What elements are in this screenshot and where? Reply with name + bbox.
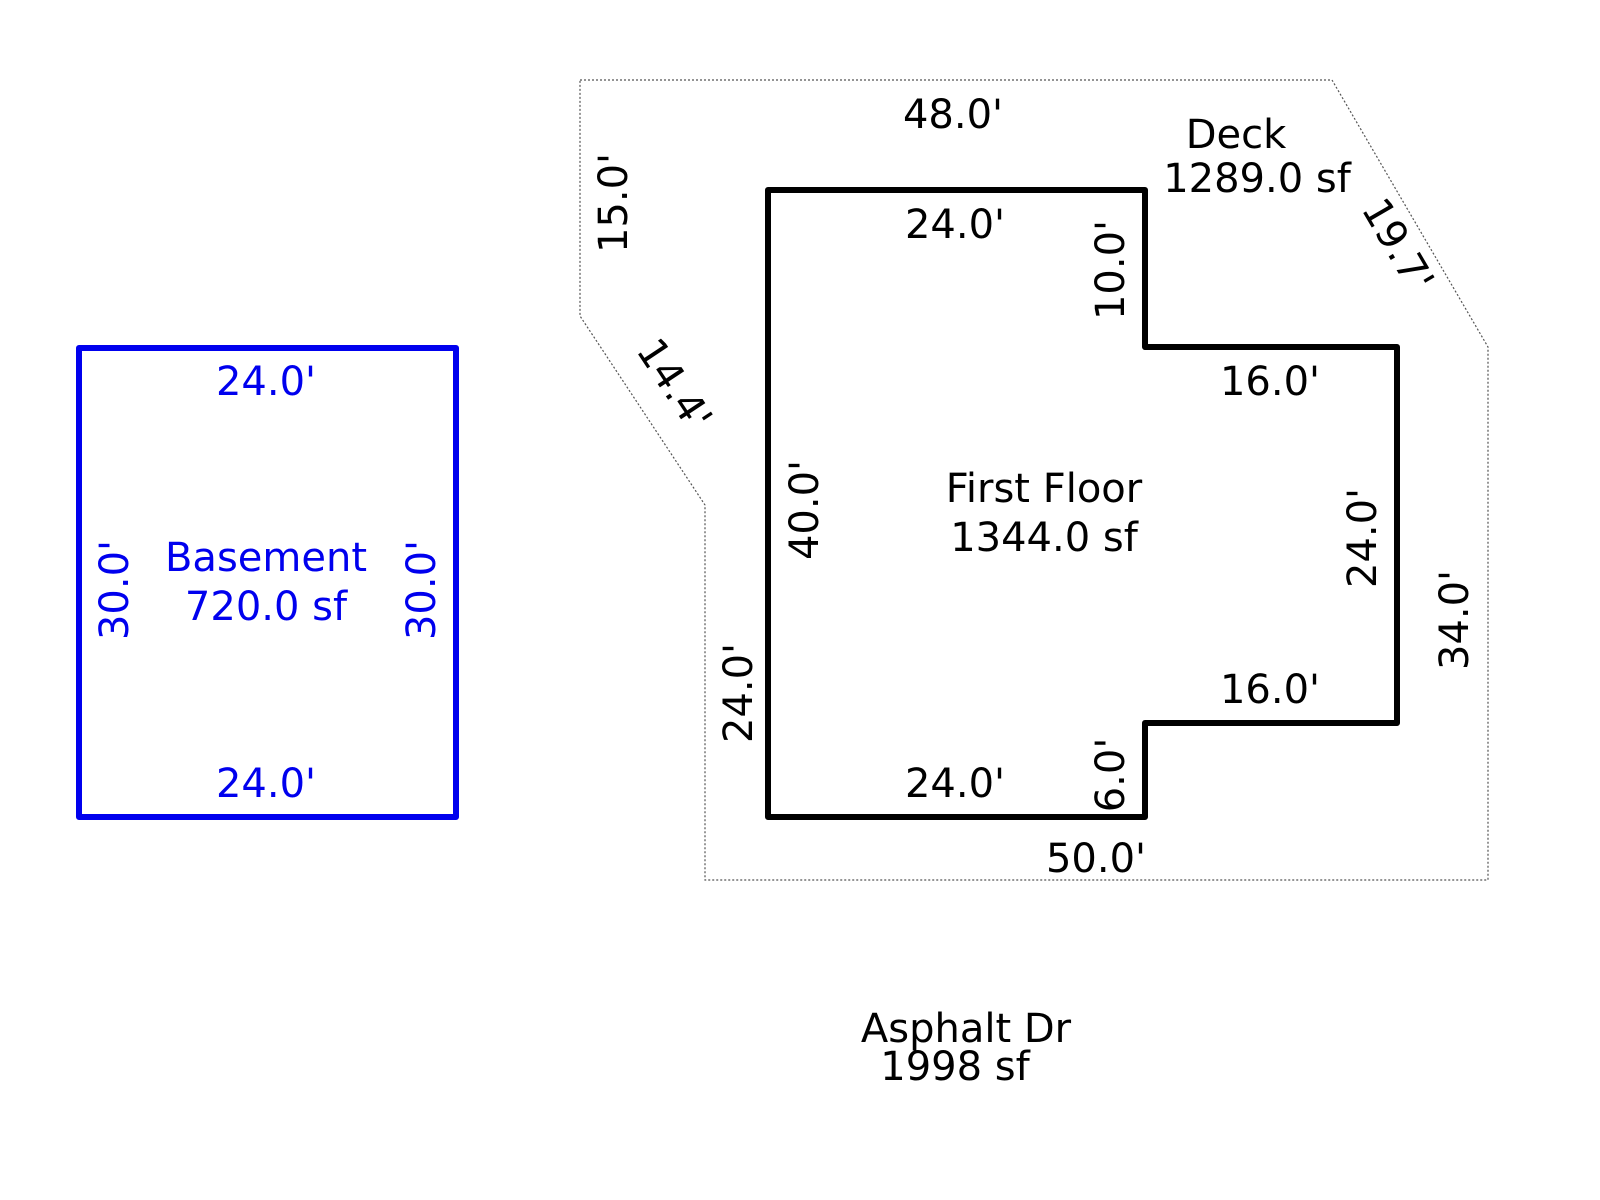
driveway-area: 1998 sf: [880, 1044, 1030, 1090]
first-floor-dim-top: 24.0': [905, 202, 1005, 248]
first-floor-dim-right: 24.0': [1340, 488, 1386, 588]
first-floor-dim-notch-bottom: 6.0': [1088, 738, 1134, 813]
deck-dim-top: 48.0': [903, 92, 1003, 138]
first-floor-dim-lower-right: 16.0': [1220, 667, 1320, 713]
basement-name: Basement: [165, 535, 367, 581]
deck-dim-right: 34.0': [1432, 570, 1478, 670]
basement-dim-bottom: 24.0': [216, 761, 316, 807]
deck-area: 1289.0 sf: [1163, 156, 1352, 202]
deck-dim-upper-left: 15.0': [591, 153, 637, 253]
deck-dim-bottom: 50.0': [1046, 836, 1146, 882]
first-floor-dim-upper-right: 16.0': [1220, 359, 1320, 405]
deck-name: Deck: [1186, 112, 1287, 158]
first-floor-dim-left: 40.0': [782, 460, 828, 560]
first-floor-outline[interactable]: [765, 187, 1400, 820]
deck-outline[interactable]: [579, 79, 1489, 881]
first-floor-dim-notch-top: 10.0': [1088, 220, 1134, 320]
basement-dim-right: 30.0': [399, 540, 445, 640]
first-floor-dim-bottom: 24.0': [905, 761, 1005, 807]
first-floor-name: First Floor: [946, 466, 1143, 512]
first-floor-area: 1344.0 sf: [950, 515, 1139, 561]
basement-outline[interactable]: [76, 345, 459, 820]
basement-area: 720.0 sf: [185, 584, 348, 630]
basement-dim-left: 30.0': [92, 540, 138, 640]
basement-dim-top: 24.0': [216, 359, 316, 405]
driveway-name: Asphalt Dr: [861, 1006, 1072, 1052]
deck-dim-lower-left: 24.0': [716, 643, 762, 743]
